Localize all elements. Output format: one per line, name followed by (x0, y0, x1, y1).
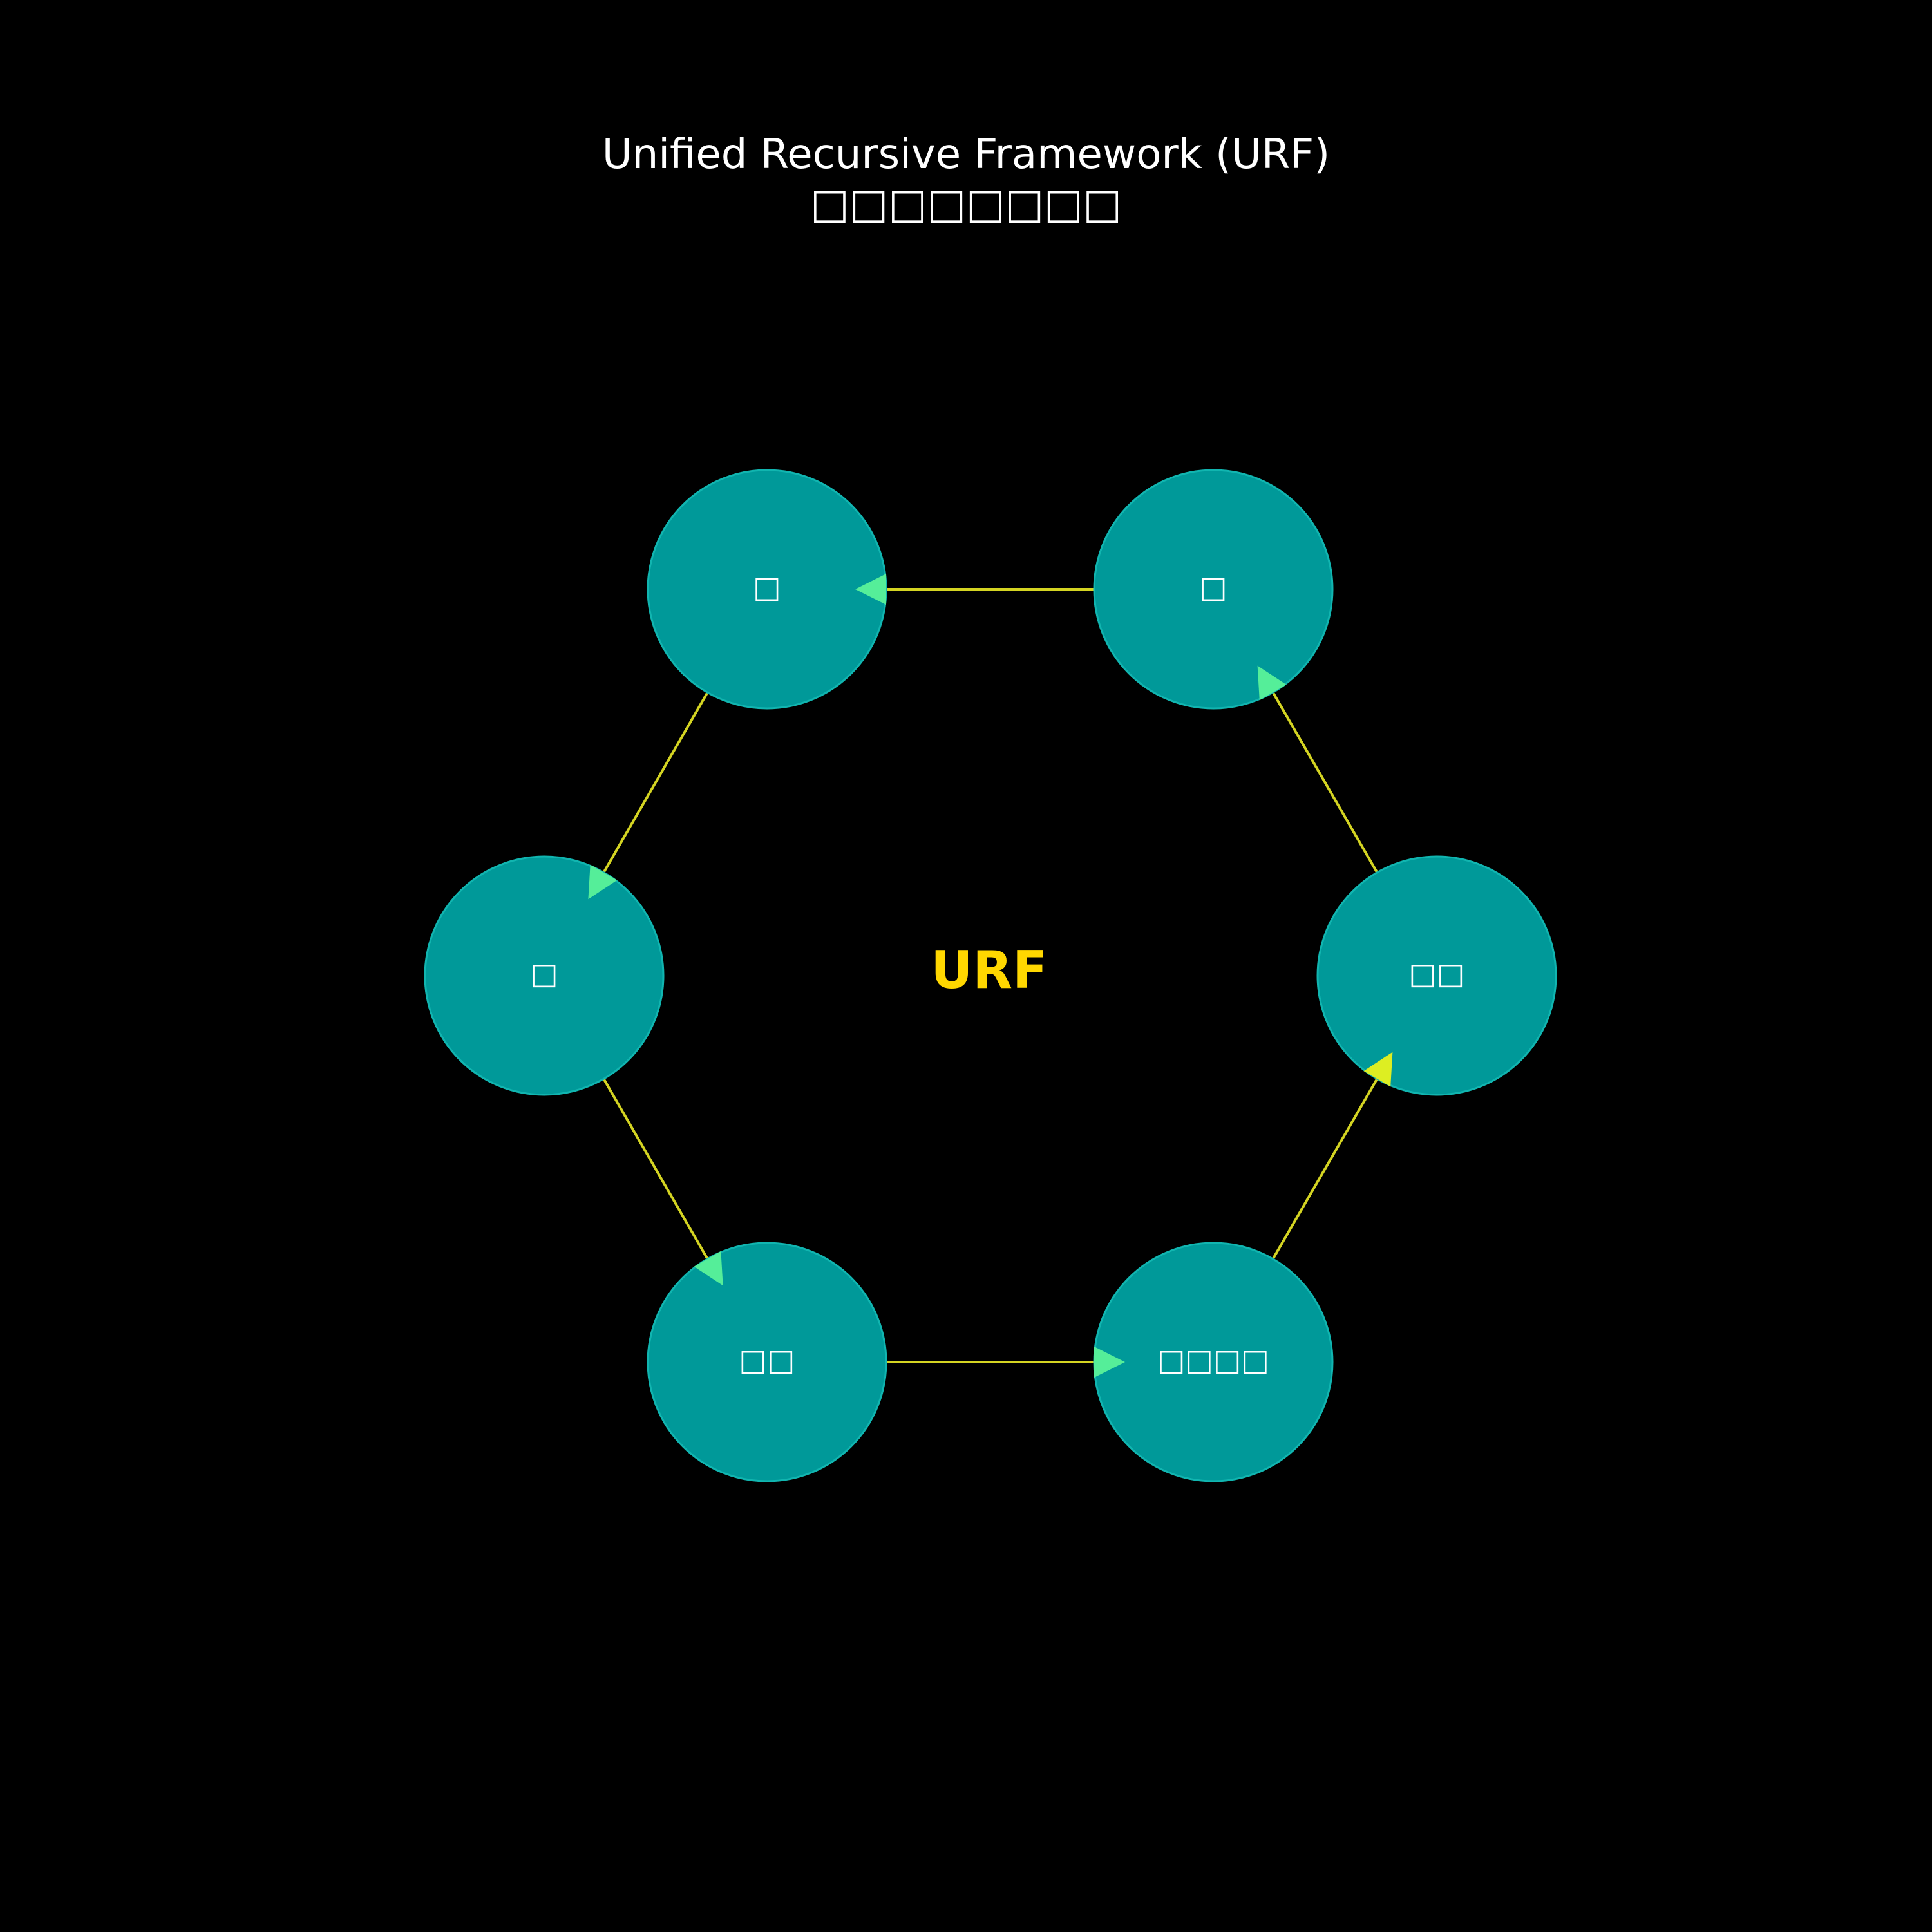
node-right: □□ (1316, 855, 1557, 1096)
node-top-right: □ (1093, 469, 1334, 710)
arrowhead-icon (1257, 665, 1287, 701)
arrowhead-icon (694, 1251, 723, 1286)
node-circle (647, 1242, 887, 1482)
arrowheads-layer (588, 574, 1393, 1378)
node-label: □ (530, 956, 558, 991)
arrowhead-icon (855, 574, 886, 605)
edge-left-to-bottom-left (602, 1078, 709, 1260)
center-label: URF (931, 940, 1047, 1000)
arrowhead-icon (1363, 1052, 1393, 1087)
edges-layer (602, 588, 1379, 1363)
node-circle (424, 855, 665, 1096)
node-circle (1316, 855, 1557, 1096)
node-label: □ (753, 570, 781, 605)
node-bottom-left: □□ (647, 1242, 887, 1482)
node-left: □ (424, 855, 665, 1096)
edge-right-to-top-right (1271, 692, 1379, 873)
nodes-layer: □□□□□□□□□□□ (424, 469, 1557, 1482)
diagram-subtitle: □□□□□□□□ (810, 180, 1122, 228)
arrowhead-icon (588, 864, 618, 900)
node-label: □□ (739, 1343, 795, 1378)
node-label: □ (1199, 570, 1227, 605)
node-top-left: □ (647, 469, 887, 710)
edge-bottom-right-to-right (1271, 1078, 1379, 1260)
node-label: □□□□ (1157, 1343, 1269, 1378)
node-circle (1093, 469, 1334, 710)
arrowhead-icon (1094, 1347, 1125, 1378)
node-label: □□ (1409, 956, 1465, 991)
diagram-title: Unified Recursive Framework (URF) (601, 131, 1331, 178)
edge-top-left-to-left (602, 692, 709, 873)
node-bottom-right: □□□□ (1093, 1242, 1334, 1482)
